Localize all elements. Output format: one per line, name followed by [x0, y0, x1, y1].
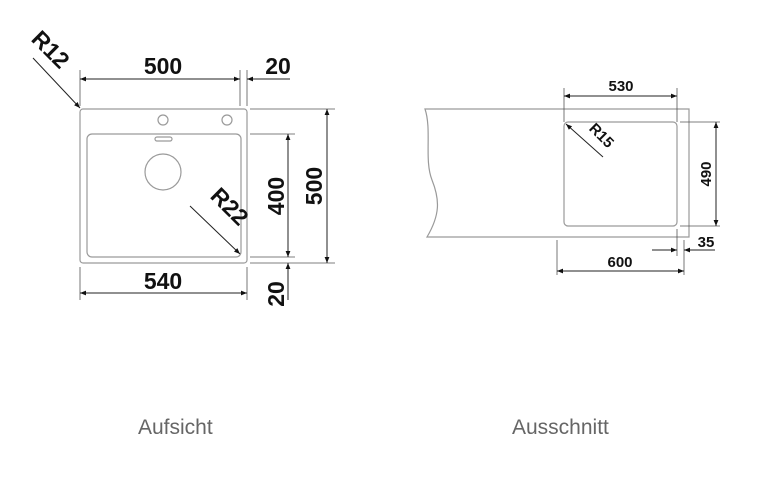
dim-rim-bottom: 20 [263, 281, 289, 307]
dim-offset: 35 [698, 234, 715, 251]
dim-width-total: 540 [144, 268, 182, 294]
drain [144, 153, 182, 191]
dim-depth-inner: 400 [263, 177, 289, 215]
sink-outer-rim [79, 108, 248, 264]
top-view-drawing: 500 20 R12 R22 400 500 20 540 [27, 25, 335, 307]
cutout-rect [563, 121, 678, 227]
dim-cutout-radius: R15 [585, 120, 616, 151]
overflow-slot [154, 136, 173, 142]
dim-cutout-width: 530 [608, 78, 633, 95]
tap-hole-left [157, 114, 169, 126]
countertop [424, 108, 690, 238]
caption-top-view: Aufsicht [138, 416, 213, 439]
dim-rim-top: 20 [265, 53, 291, 79]
dim-counter-depth: 600 [607, 254, 632, 271]
caption-cutout-view: Ausschnitt [512, 416, 609, 439]
sink-basin [86, 133, 242, 258]
dim-radius-outer: R12 [27, 25, 75, 73]
dim-cutout-depth: 490 [698, 161, 715, 186]
dim-depth-total: 500 [301, 167, 327, 205]
tap-hole-right [221, 114, 233, 126]
cutout-view-drawing: 530 R15 490 35 600 [424, 78, 720, 275]
dim-width-inner: 500 [144, 53, 182, 79]
